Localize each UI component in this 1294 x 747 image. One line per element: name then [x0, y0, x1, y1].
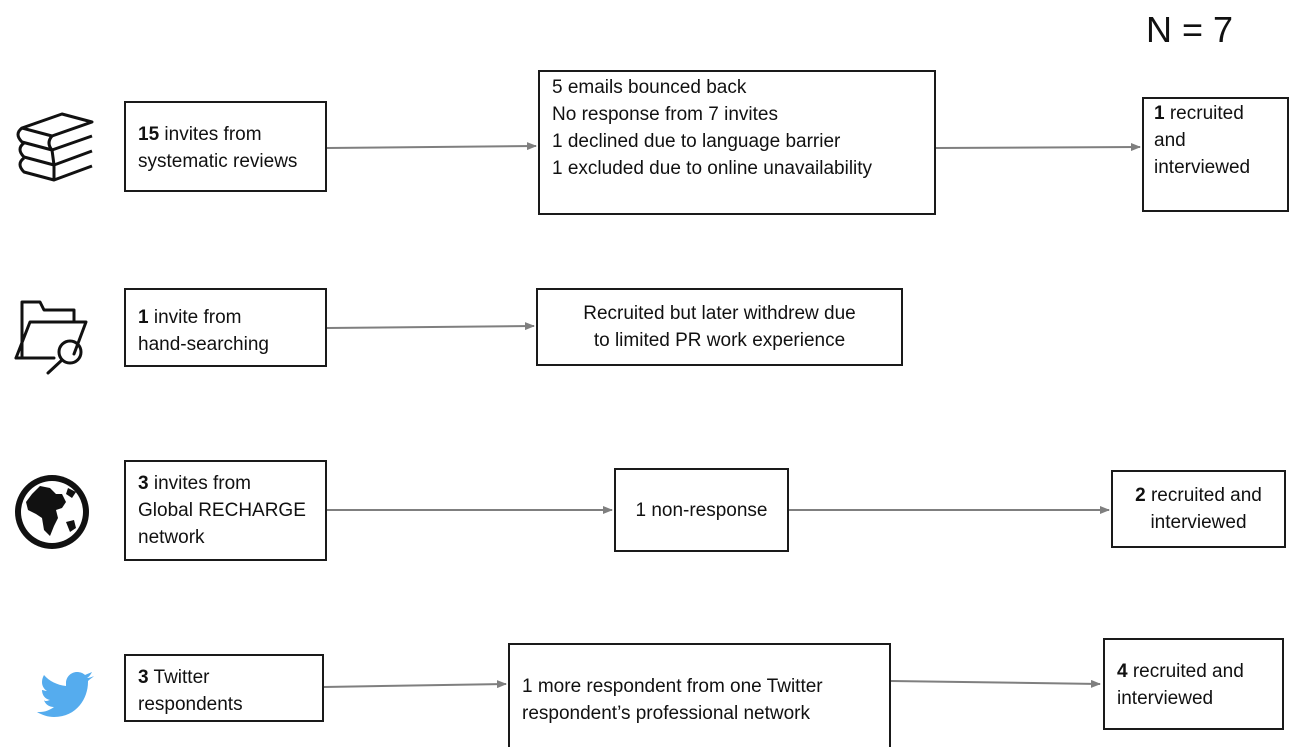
- result-text: recruited and: [1127, 661, 1244, 682]
- outcome-line: Recruited but later withdrew due: [583, 303, 856, 324]
- outcome-line: No response from 7 invites: [552, 104, 778, 125]
- source-text: systematic reviews: [138, 151, 298, 172]
- arrow-row4-middle-to-result: [890, 679, 1101, 688]
- source-text: invites from: [148, 473, 251, 494]
- outcome-line: 1 declined due to language barrier: [552, 131, 841, 152]
- result-count: 4: [1117, 661, 1128, 682]
- source-box-twitter: 3 Twitter respondents: [124, 654, 324, 722]
- arrow-row2-source-to-middle: [326, 322, 535, 331]
- outcome-line: to limited PR work experience: [593, 330, 846, 351]
- outcome-line: 5 emails bounced back: [552, 77, 747, 98]
- arrow-row1-source-to-middle: [326, 142, 537, 151]
- source-count: 3: [138, 667, 149, 688]
- source-box-systematic-reviews: 15 invites from systematic reviews: [124, 101, 327, 192]
- middle-box-network-respondent: 1 more respondent from one Twitter respo…: [508, 643, 891, 747]
- result-box-row3: 2 recruited and interviewed: [1111, 470, 1286, 548]
- outcome-line: 1 more respondent from one Twitter: [522, 676, 823, 697]
- arrow-row4-source-to-middle: [323, 680, 507, 689]
- source-text: hand-searching: [138, 334, 269, 355]
- result-count: 2: [1135, 485, 1146, 506]
- source-box-hand-searching: 1 invite from hand-searching: [124, 288, 327, 367]
- middle-box-email-outcomes: 5 emails bounced back No response from 7…: [538, 70, 936, 215]
- result-text: interviewed: [1154, 157, 1251, 178]
- result-box-row1: 1 recruited and interviewed: [1142, 97, 1289, 212]
- middle-box-withdrawn: Recruited but later withdrew due to limi…: [536, 288, 903, 366]
- books-icon: [16, 112, 94, 182]
- source-text: network: [138, 527, 205, 548]
- outcome-line: 1 excluded due to online unavailability: [552, 158, 873, 179]
- result-text: interviewed: [1150, 512, 1247, 533]
- middle-box-non-response: 1 non-response: [614, 468, 789, 552]
- result-count: 1: [1154, 103, 1165, 124]
- folder-search-icon: [14, 300, 88, 375]
- total-count: N = 7: [1146, 9, 1234, 50]
- source-count: 1: [138, 307, 149, 328]
- source-count: 15: [138, 124, 160, 145]
- source-text: Global RECHARGE: [138, 500, 306, 521]
- source-text: invite from: [148, 307, 242, 328]
- result-text: recruited and: [1145, 485, 1262, 506]
- source-text: Twitter: [148, 667, 210, 688]
- arrow-row1-middle-to-result: [935, 143, 1141, 152]
- source-text: respondents: [138, 694, 243, 715]
- outcome-line: 1 non-response: [635, 499, 768, 521]
- source-count: 3: [138, 473, 149, 494]
- result-text: interviewed: [1117, 688, 1214, 709]
- result-text: and: [1154, 130, 1186, 151]
- source-text: invites from: [159, 124, 262, 145]
- result-box-row4: 4 recruited and interviewed: [1103, 638, 1284, 730]
- outcome-line: respondent’s professional network: [522, 703, 810, 724]
- twitter-bird-icon: [37, 672, 94, 717]
- result-text: recruited: [1164, 103, 1244, 124]
- source-box-global-recharge: 3 invites from Global RECHARGE network: [124, 460, 327, 561]
- globe-icon: [15, 475, 89, 549]
